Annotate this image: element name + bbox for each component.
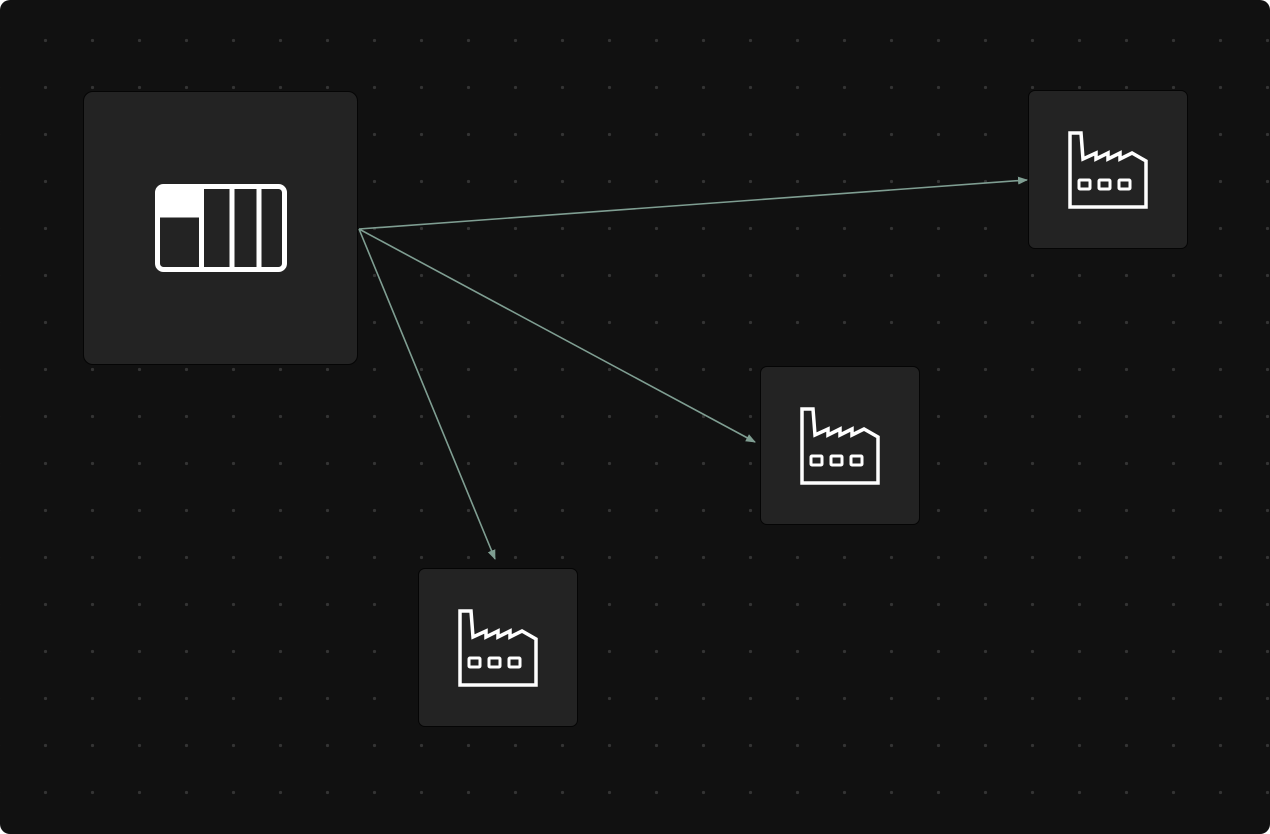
factory-node-1[interactable] [1028, 90, 1188, 249]
source-node[interactable] [83, 91, 358, 365]
edge-source-to-factory-2[interactable] [358, 228, 756, 443]
factory-icon [1068, 130, 1148, 209]
edge-source-to-factory-3[interactable] [358, 228, 496, 560]
factory-node-2[interactable] [760, 366, 920, 525]
edge-source-to-factory-1[interactable] [358, 176, 1028, 230]
factory-icon [458, 608, 538, 687]
dashboard-layout-icon [154, 184, 287, 272]
factory-icon [800, 406, 880, 485]
factory-node-3[interactable] [418, 568, 578, 727]
